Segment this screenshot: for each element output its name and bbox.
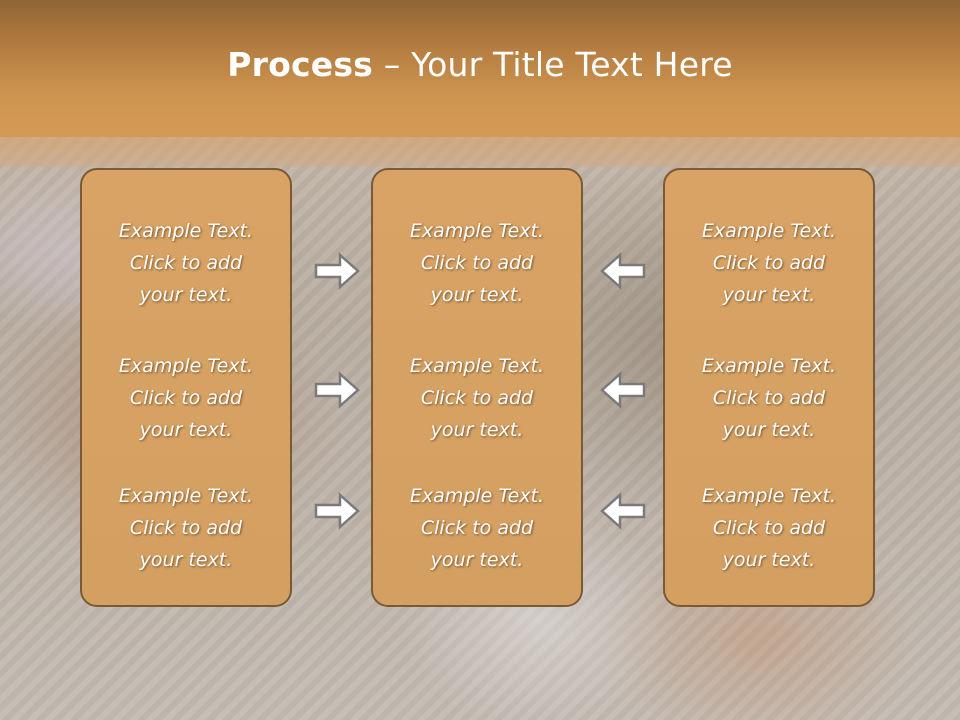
text-placeholder[interactable]: Example Text. Click to add your text. xyxy=(373,215,581,311)
slide-title[interactable]: Process – Your Title Text Here xyxy=(227,45,733,84)
left-arrow-icon[interactable] xyxy=(598,251,646,291)
title-strip xyxy=(0,137,960,167)
process-box-right[interactable]: Example Text. Click to add your text. Ex… xyxy=(663,168,875,607)
process-box-left[interactable]: Example Text. Click to add your text. Ex… xyxy=(80,168,292,607)
item-line: Click to add xyxy=(129,387,243,409)
item-line: your text. xyxy=(430,549,524,571)
item-line: Example Text. xyxy=(701,485,837,507)
item-line: Click to add xyxy=(420,517,534,539)
item-line: Click to add xyxy=(420,387,534,409)
title-bar: Process – Your Title Text Here xyxy=(0,0,960,137)
title-bold: Process xyxy=(227,45,374,84)
text-placeholder[interactable]: Example Text. Click to add your text. xyxy=(665,350,873,446)
item-line: Example Text. xyxy=(118,355,254,377)
item-line: your text. xyxy=(722,419,816,441)
item-line: Example Text. xyxy=(409,355,545,377)
item-line: Example Text. xyxy=(701,355,837,377)
item-line: your text. xyxy=(139,419,233,441)
item-line: Example Text. xyxy=(701,220,837,242)
item-line: your text. xyxy=(722,549,816,571)
text-placeholder[interactable]: Example Text. Click to add your text. xyxy=(665,215,873,311)
process-box-center[interactable]: Example Text. Click to add your text. Ex… xyxy=(371,168,583,607)
right-arrow-icon[interactable] xyxy=(314,370,362,410)
item-line: Click to add xyxy=(129,517,243,539)
item-line: your text. xyxy=(722,284,816,306)
right-arrow-icon[interactable] xyxy=(314,491,362,531)
text-placeholder[interactable]: Example Text. Click to add your text. xyxy=(82,350,290,446)
item-line: your text. xyxy=(430,284,524,306)
item-line: Example Text. xyxy=(118,220,254,242)
item-line: Click to add xyxy=(420,252,534,274)
item-line: Example Text. xyxy=(409,485,545,507)
text-placeholder[interactable]: Example Text. Click to add your text. xyxy=(82,480,290,576)
item-line: Click to add xyxy=(129,252,243,274)
item-line: your text. xyxy=(430,419,524,441)
item-line: Click to add xyxy=(712,252,826,274)
item-line: your text. xyxy=(139,549,233,571)
item-line: Click to add xyxy=(712,387,826,409)
text-placeholder[interactable]: Example Text. Click to add your text. xyxy=(373,480,581,576)
item-line: Click to add xyxy=(712,517,826,539)
text-placeholder[interactable]: Example Text. Click to add your text. xyxy=(82,215,290,311)
text-placeholder[interactable]: Example Text. Click to add your text. xyxy=(373,350,581,446)
left-arrow-icon[interactable] xyxy=(598,370,646,410)
title-rest: – Your Title Text Here xyxy=(373,45,733,84)
item-line: Example Text. xyxy=(409,220,545,242)
item-line: Example Text. xyxy=(118,485,254,507)
left-arrow-icon[interactable] xyxy=(598,491,646,531)
right-arrow-icon[interactable] xyxy=(314,251,362,291)
item-line: your text. xyxy=(139,284,233,306)
text-placeholder[interactable]: Example Text. Click to add your text. xyxy=(665,480,873,576)
